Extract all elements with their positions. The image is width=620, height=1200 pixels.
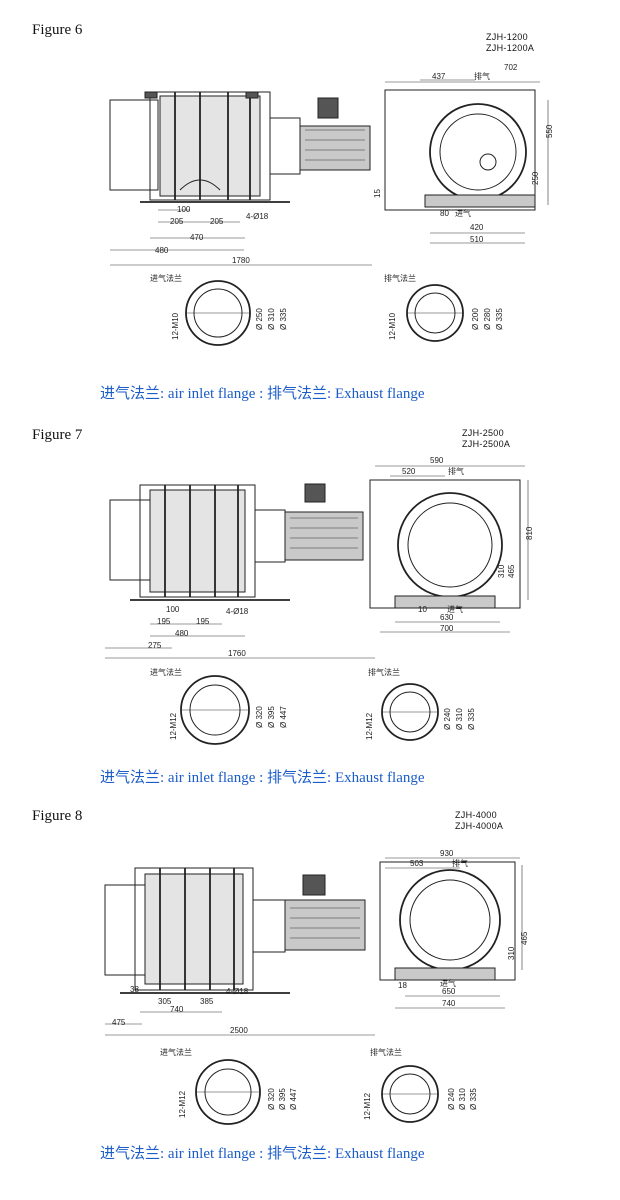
- figure-7-title: Figure 7: [32, 427, 83, 443]
- fig6-dim-205a: 205: [170, 217, 184, 226]
- fig6-dim-inlet: 进气: [455, 208, 471, 218]
- figure-6-caption: 进气法兰: air inlet flange : 排气法兰: Exhaust f…: [100, 386, 425, 402]
- fig7-inlet-d2: Ø 395: [267, 706, 276, 728]
- fig7-dim-1760: 1760: [228, 649, 246, 658]
- fig7-outlet-d2: Ø 310: [455, 708, 464, 730]
- fig8-outlet-d2: Ø 310: [458, 1088, 467, 1110]
- fig8-inlet-d3: Ø 447: [289, 1088, 298, 1110]
- fig8-inlet-flange-label: 进气法兰: [160, 1047, 192, 1057]
- figure-8-end-view: [379, 857, 523, 1009]
- fig7-inlet-flange-label: 进气法兰: [150, 667, 182, 677]
- figure-6-side-view: [109, 91, 372, 266]
- fig6-inlet-d3: Ø 335: [279, 308, 288, 330]
- fig7-dim-exhaust: 排气: [448, 466, 464, 476]
- figure-7-caption: 进气法兰: air inlet flange : 排气法兰: Exhaust f…: [100, 770, 425, 786]
- fig8-dim-2500: 2500: [230, 1026, 248, 1035]
- figure-7-end-view: [369, 465, 529, 633]
- fig7-dim-465: 465: [507, 564, 516, 578]
- fig7-dim-275: 275: [148, 641, 162, 650]
- fig7-dim-810: 810: [525, 526, 534, 540]
- fig8-dim-18: 18: [398, 981, 407, 990]
- fig6-dim-470: 470: [190, 233, 204, 242]
- fig8-dim-305: 305: [158, 997, 172, 1006]
- fig6-dim-100: 100: [177, 205, 191, 214]
- fig8-dim-475: 475: [112, 1018, 126, 1027]
- fig6-inlet-flange-label: 进气法兰: [150, 273, 182, 283]
- fig8-dim-740-end: 740: [442, 999, 456, 1008]
- figure-7-model-1: ZJH-2500: [462, 428, 504, 438]
- fig8-outlet-d3: Ø 335: [469, 1088, 478, 1110]
- fig8-dim-310: 310: [507, 946, 516, 960]
- fig6-outlet-d1: Ø 200: [471, 308, 480, 330]
- fig7-outlet-flange-label: 排气法兰: [368, 667, 400, 677]
- fig7-dim-310: 310: [497, 564, 506, 578]
- fig7-dim-195a: 195: [157, 617, 171, 626]
- figure-6-model-1: ZJH-1200: [486, 32, 528, 42]
- fig8-dim-exhaust: 排气: [452, 858, 468, 868]
- fig6-outlet-bolts: 12-M10: [388, 312, 397, 340]
- fig6-dim-550: 550: [545, 124, 554, 138]
- fig7-dim-700: 700: [440, 624, 454, 633]
- fig6-dim-702: 702: [504, 63, 518, 72]
- figure-6-title: Figure 6: [32, 22, 83, 38]
- figure-6-end-view: [384, 79, 549, 244]
- figure-8-caption: 进气法兰: air inlet flange : 排气法兰: Exhaust f…: [100, 1146, 425, 1162]
- figure-8-model-2: ZJH-4000A: [455, 821, 504, 831]
- fig8-dim-740: 740: [170, 1005, 184, 1014]
- fig7-dim-630: 630: [440, 613, 454, 622]
- fig7-dim-10: 10: [418, 605, 427, 614]
- fig6-outlet-flange-label: 排气法兰: [384, 273, 416, 283]
- fig8-dim-38: 38: [130, 985, 139, 994]
- fig6-dim-1780: 1780: [232, 256, 250, 265]
- fig7-inlet-bolts: 12-M12: [169, 712, 178, 740]
- fig8-outlet-bolts: 12-M12: [363, 1092, 372, 1120]
- fig8-inlet-d1: Ø 320: [267, 1088, 276, 1110]
- fig8-outlet-flange-label: 排气法兰: [370, 1047, 402, 1057]
- fig6-inlet-bolts: 12-M10: [171, 312, 180, 340]
- fig7-inlet-d3: Ø 447: [279, 706, 288, 728]
- fig8-dim-650: 650: [442, 987, 456, 996]
- fig8-dim-inlet: 进气: [440, 978, 456, 988]
- fig7-dim-480: 480: [175, 629, 189, 638]
- fig6-inlet-d1: Ø 250: [255, 308, 264, 330]
- fig6-dim-80: 80: [440, 209, 449, 218]
- figure-8-side-view: [104, 867, 375, 1036]
- fig8-dim-385: 385: [200, 997, 214, 1006]
- fig6-dim-437: 437: [432, 72, 446, 81]
- fig7-dim-inlet: 进气: [447, 604, 463, 614]
- figure-7-model-2: ZJH-2500A: [462, 439, 511, 449]
- fig7-outlet-d1: Ø 240: [443, 708, 452, 730]
- fig8-dim-465: 465: [520, 931, 529, 945]
- fig7-dim-590: 590: [430, 456, 444, 465]
- fig6-outlet-d2: Ø 280: [483, 308, 492, 330]
- fig7-dim-195b: 195: [196, 617, 210, 626]
- fig6-dim-420: 420: [470, 223, 484, 232]
- fig6-inlet-d2: Ø 310: [267, 308, 276, 330]
- fig8-dim-503: 503: [410, 859, 424, 868]
- figure-6-model-2: ZJH-1200A: [486, 43, 535, 53]
- fig6-outlet-d3: Ø 335: [495, 308, 504, 330]
- fig7-outlet-bolts: 12-M12: [365, 712, 374, 740]
- fig7-dim-hole: 4-Ø18: [226, 607, 249, 616]
- fig6-dim-exhaust: 排气: [474, 71, 490, 81]
- fig7-dim-100: 100: [166, 605, 180, 614]
- fig6-dim-205b: 205: [210, 217, 224, 226]
- fig8-inlet-bolts: 12-M12: [178, 1090, 187, 1118]
- fig7-outlet-d3: Ø 335: [467, 708, 476, 730]
- fig8-inlet-d2: Ø 395: [278, 1088, 287, 1110]
- fig8-dim-hole: 4-Ø18: [226, 987, 249, 996]
- fig6-dim-250: 250: [531, 171, 540, 185]
- fig7-inlet-d1: Ø 320: [255, 706, 264, 728]
- figure-8-title: Figure 8: [32, 808, 83, 824]
- fig8-dim-930: 930: [440, 849, 454, 858]
- figure-7-side-view: [105, 483, 375, 659]
- fig6-dim-15: 15: [373, 189, 382, 198]
- fig6-dim-510: 510: [470, 235, 484, 244]
- fig7-dim-520: 520: [402, 467, 416, 476]
- figure-8-model-1: ZJH-4000: [455, 810, 497, 820]
- fig6-dim-480: 480: [155, 246, 169, 255]
- fig8-outlet-d1: Ø 240: [447, 1088, 456, 1110]
- fig6-dim-hole: 4-Ø18: [246, 212, 269, 221]
